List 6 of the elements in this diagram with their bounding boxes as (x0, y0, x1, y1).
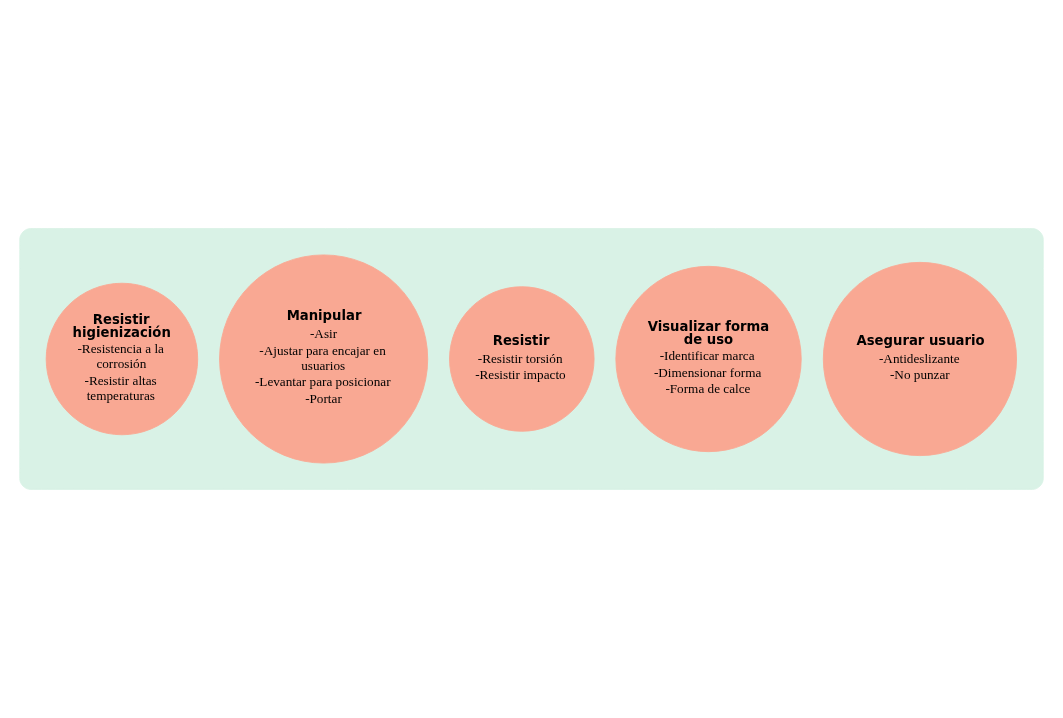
node-circle: Manipular -Asir -Ajustar para encajar en usuarios -Levantar para posicionar -Portar (219, 254, 429, 464)
node-circle: Resistir higienización -Resistencia a la corrosión -Resistir altas temperaturas (45, 282, 199, 436)
node-circle: Visualizar forma de uso -Identificar marca -Dimensionar forma -Forma de calce (615, 265, 802, 453)
node-circle: Asegurar usuario -Antideslizante -No punzar (822, 261, 1017, 457)
node-circle: Resistir -Resistir torsión -Resistir impacto (449, 286, 595, 432)
cluster (19, 228, 1044, 490)
